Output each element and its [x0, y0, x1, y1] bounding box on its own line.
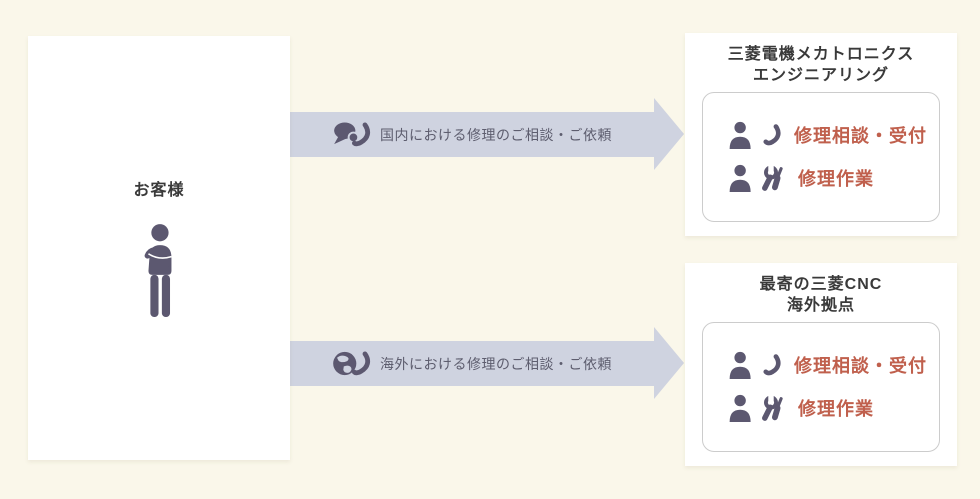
arrow-head [654, 327, 684, 399]
service-label: 修理相談・受付 [794, 126, 927, 146]
provider-title-line2: エンジニアリング [752, 67, 889, 84]
arrow-head [654, 98, 684, 170]
provider-title-line2: 海外拠点 [786, 297, 855, 314]
provider-title-line1: 三菱電機メカトロニクス [727, 46, 915, 63]
person-icon [727, 164, 755, 192]
customer-panel: お客様 [28, 36, 290, 460]
tools-icon [757, 165, 785, 191]
phone-handset-icon [759, 354, 781, 376]
arrow-body: 国内における修理のご相談・ご依頼 [290, 112, 654, 157]
provider-title-line1: 最寄の三菱CNC [759, 276, 883, 293]
chat-phone-icon [332, 121, 371, 148]
flow-arrow-domestic: 国内における修理のご相談・ご依頼 [290, 98, 684, 171]
service-row-repair: 修理作業 [727, 163, 939, 193]
flow-arrow-overseas: 海外における修理のご相談・ご依頼 [290, 327, 684, 400]
globe-phone-icon [332, 350, 371, 377]
provider-title: 三菱電機メカトロニクス エンジニアリング [685, 33, 957, 86]
person-icon [727, 121, 755, 149]
service-row-reception: 修理相談・受付 [727, 350, 939, 380]
flow-label-overseas: 海外における修理のご相談・ご依頼 [380, 355, 612, 372]
phone-handset-icon [759, 124, 781, 146]
arrow-body: 海外における修理のご相談・ご依頼 [290, 341, 654, 386]
standing-person-icon [136, 224, 182, 320]
customer-label: お客様 [133, 182, 185, 199]
service-row-repair: 修理作業 [727, 393, 939, 423]
flow-label-domestic: 国内における修理のご相談・ご依頼 [380, 126, 612, 143]
service-label: 修理作業 [798, 169, 874, 189]
provider-panel-overseas: 最寄の三菱CNC 海外拠点 修理相談・受付 修理作業 [685, 263, 957, 466]
service-label: 修理作業 [798, 399, 874, 419]
service-box: 修理相談・受付 修理作業 [702, 92, 940, 222]
service-row-reception: 修理相談・受付 [727, 120, 939, 150]
tools-icon [757, 395, 785, 421]
service-box: 修理相談・受付 修理作業 [702, 322, 940, 452]
service-label: 修理相談・受付 [794, 356, 927, 376]
provider-title: 最寄の三菱CNC 海外拠点 [685, 263, 957, 316]
provider-panel-domestic: 三菱電機メカトロニクス エンジニアリング 修理相談・受付 修理作業 [685, 33, 957, 236]
person-icon [727, 394, 755, 422]
person-icon [727, 351, 755, 379]
